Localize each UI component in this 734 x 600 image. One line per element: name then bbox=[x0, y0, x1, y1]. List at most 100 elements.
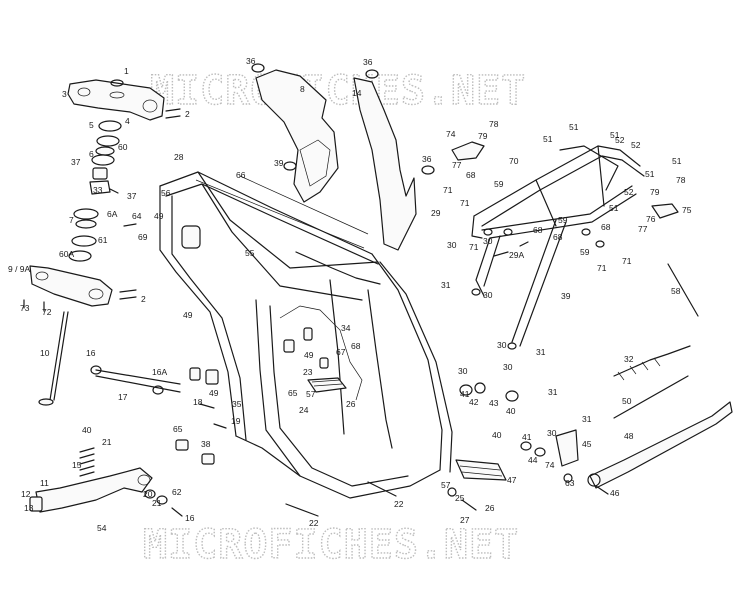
watermark-top: MICROFICHES.NET bbox=[150, 68, 526, 114]
frame-guard-right bbox=[353, 77, 417, 251]
part-label: 64 bbox=[132, 211, 142, 221]
part-label: 56 bbox=[161, 188, 171, 198]
part-label: 29A bbox=[509, 250, 524, 260]
part-label: 31 bbox=[441, 280, 451, 290]
part-label: 30 bbox=[483, 236, 493, 246]
part-label: 67 bbox=[336, 347, 346, 357]
part-label: 37 bbox=[127, 191, 137, 201]
part-label: 63 bbox=[565, 478, 575, 488]
part-label: 73 bbox=[20, 303, 30, 313]
part-label: 39 bbox=[561, 291, 571, 301]
part-label: 71 bbox=[443, 185, 453, 195]
part-label: 47 bbox=[507, 475, 517, 485]
part-label: 68 bbox=[351, 341, 361, 351]
part-label: 50 bbox=[622, 396, 632, 406]
part-label: 11 bbox=[40, 478, 49, 488]
part-label: 59 bbox=[558, 215, 568, 225]
part-label: 30 bbox=[497, 340, 507, 350]
steering-nut bbox=[110, 79, 124, 87]
part-label: 70 bbox=[509, 156, 519, 166]
part-label: 61 bbox=[98, 235, 108, 245]
part-label: 57 bbox=[441, 480, 451, 490]
part-label: 40 bbox=[506, 406, 516, 416]
part-label: 21 bbox=[152, 498, 162, 508]
part-label: 68 bbox=[466, 170, 476, 180]
part-label: 46 bbox=[610, 488, 620, 498]
part-label: 15 bbox=[72, 460, 82, 470]
frame-guard-left bbox=[255, 69, 339, 203]
part-label: 16 bbox=[86, 348, 96, 358]
part-label: 51 bbox=[645, 169, 655, 179]
part-label: 31 bbox=[548, 387, 558, 397]
part-label: 79 bbox=[478, 131, 488, 141]
part-label: 22 bbox=[394, 499, 404, 509]
part-label: 52 bbox=[631, 140, 641, 150]
part-label: 59 bbox=[494, 179, 504, 189]
part-label: 74 bbox=[545, 460, 555, 470]
part-label: 23 bbox=[303, 367, 313, 377]
part-label: 69 bbox=[138, 232, 148, 242]
part-label: 40 bbox=[492, 430, 502, 440]
part-label: 71 bbox=[597, 263, 607, 273]
part-label: 2 bbox=[185, 109, 190, 119]
part-label: 38 bbox=[201, 439, 211, 449]
part-label: 58 bbox=[671, 286, 681, 296]
clamp-bolts bbox=[23, 108, 181, 312]
part-label: 2 bbox=[141, 294, 146, 304]
part-label: 72 bbox=[42, 307, 52, 317]
part-label: 41 bbox=[522, 432, 532, 442]
part-label: 77 bbox=[452, 160, 462, 170]
part-label: 49 bbox=[209, 388, 219, 398]
part-label: 16A bbox=[152, 367, 167, 377]
part-label: 44 bbox=[528, 455, 538, 465]
part-label: 1 bbox=[124, 66, 129, 76]
part-label: 31 bbox=[582, 414, 592, 424]
part-label: 33 bbox=[93, 185, 103, 195]
part-label: 37 bbox=[71, 157, 81, 167]
stand-rod bbox=[613, 375, 689, 419]
part-label: 68 bbox=[601, 222, 611, 232]
part-label: 32 bbox=[624, 354, 634, 364]
part-label: 54 bbox=[97, 523, 107, 533]
part-label: 3 bbox=[62, 89, 67, 99]
part-label: 79 bbox=[650, 187, 660, 197]
part-label: 35 bbox=[232, 399, 242, 409]
part-label: 49 bbox=[304, 350, 314, 360]
part-label: 30 bbox=[483, 290, 493, 300]
part-label: 14 bbox=[352, 88, 362, 98]
part-label: 5 bbox=[89, 120, 94, 130]
part-label: 51 bbox=[543, 134, 553, 144]
steering-stem bbox=[38, 311, 69, 406]
part-label: 30 bbox=[447, 240, 457, 250]
part-label: 52 bbox=[615, 135, 625, 145]
part-label: 9 / 9A bbox=[8, 264, 31, 274]
part-label: 59 bbox=[580, 247, 590, 257]
footpeg-left bbox=[307, 377, 347, 393]
part-label: 51 bbox=[609, 203, 619, 213]
part-label: 30 bbox=[458, 366, 468, 376]
part-label: 57 bbox=[306, 389, 316, 399]
part-label: 22 bbox=[309, 518, 319, 528]
part-label: 36 bbox=[246, 56, 256, 66]
main-frame bbox=[159, 171, 453, 499]
part-label: 10 bbox=[40, 348, 50, 358]
part-label: 30 bbox=[547, 428, 557, 438]
part-label: 65 bbox=[288, 388, 298, 398]
part-label: 51 bbox=[610, 130, 620, 140]
part-label: 71 bbox=[469, 242, 479, 252]
stand-bracket bbox=[555, 429, 579, 467]
pedal-hardware bbox=[144, 489, 183, 517]
part-label: 39 bbox=[274, 158, 284, 168]
return-spring bbox=[79, 447, 95, 477]
part-label: 68 bbox=[553, 232, 563, 242]
part-label: 31 bbox=[536, 347, 546, 357]
part-label: 51 bbox=[569, 122, 579, 132]
passenger-peg-right bbox=[651, 203, 679, 219]
bolts-washers bbox=[90, 223, 609, 517]
part-label: 62 bbox=[172, 487, 182, 497]
part-label: 17 bbox=[118, 392, 128, 402]
part-label: 78 bbox=[489, 119, 499, 129]
watermark-bottom: MICROFICHES.NET bbox=[143, 522, 519, 568]
part-label: 27 bbox=[460, 515, 470, 525]
